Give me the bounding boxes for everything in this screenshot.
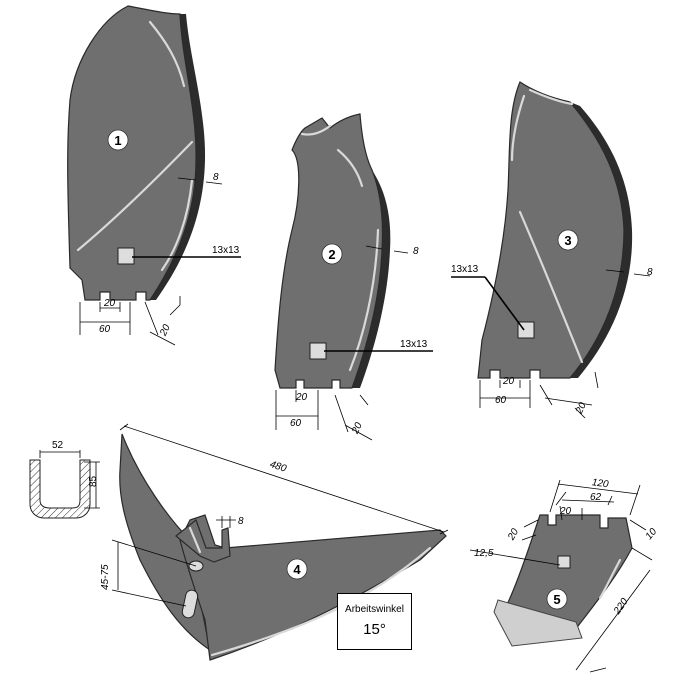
part-5-slot-width: 20 [559,506,572,517]
profile-width-label: 52 [52,440,64,451]
part-5-tip [493,599,583,647]
part-5-blade [499,514,633,631]
part-1-dim-lines [79,296,181,346]
part-1-number: 1 [114,133,121,148]
part-2-thickness: 8 [413,246,419,257]
part-4-channel [175,519,231,563]
profile-height-label: 85 [88,475,99,487]
part-4-hole-distance: 45-75 [100,564,111,590]
part-2-highlight-edge [348,228,380,372]
part-1-slot-spacing: 60 [99,324,111,335]
part-3-blade [477,81,625,379]
part-5-dim-lines [469,479,653,673]
part-1-edge [150,14,206,300]
part-2-badge [321,243,343,265]
part-4-badge [286,558,308,580]
part-4-highlight-bottom [210,546,432,657]
part-2-number: 2 [328,247,335,262]
part-3-edge-offset: 20 [574,401,589,417]
part-1-edge-offset: 20 [158,323,173,339]
part-3-thickness-arrow [605,269,651,277]
part-5-slot-spacing: 62 [590,492,602,503]
part-5-width: 120 [591,477,609,490]
part-3-number: 3 [564,233,571,248]
part-4-length-line [119,423,449,535]
part-5: 5 120 62 20 20 10 12,5 220 [469,477,660,673]
part-3-badge [557,229,579,251]
working-angle-label: Arbeitswinkel [345,604,404,615]
part-1-hole [117,247,135,265]
part-5-badge [546,588,568,610]
part-1-hole-label: 13x13 [212,245,240,256]
part-1-highlight-top [148,20,186,88]
part-1-thickness: 8 [213,172,219,183]
part-1-badge [107,129,129,151]
part-2-slot-spacing: 60 [290,418,302,429]
part-5-number: 5 [553,592,560,607]
part-2-edge [352,170,391,388]
part-1: 1 13x13 8 20 60 20 [67,5,241,346]
part-3-slot-spacing: 60 [495,395,507,406]
part-4: 4 480 8 45-75 [100,423,449,661]
part-5-highlight [598,558,622,600]
part-4-number: 4 [293,562,301,577]
part-5-hole [557,555,571,569]
part-1-slot-width: 20 [103,298,116,309]
part-4-length: 480 [268,459,288,475]
profile-section [29,459,91,519]
part-3-hole-leader-diag [484,276,525,331]
part-3-thickness: 8 [647,267,653,278]
part-2-edge-offset: 20 [350,421,365,437]
part-1-blade [67,5,197,301]
part-1-highlight-edge [160,178,194,272]
part-3-hole-label: 13x13 [451,264,479,275]
part-3-highlight-diag [518,210,584,364]
part-3-dim-lines [479,371,599,419]
part-4-hole-dim [111,539,197,607]
part-2-thickness-arrow [365,245,409,254]
part-5-hole-size: 12,5 [474,548,494,559]
part-4-thickness-arrow [216,516,236,528]
part-3: 3 13x13 8 20 60 20 [451,81,653,419]
part-1-thickness-arrow [177,177,223,185]
part-2-hole-label: 13x13 [400,339,428,350]
part-3-edge [570,102,633,378]
part-3-slot-width: 20 [502,376,515,387]
part-2-hole [309,342,327,360]
part-3-highlight-curl [528,88,574,106]
profile-detail: 52 85 [29,440,100,519]
part-4-highlight-channel [188,526,202,554]
working-angle-box: Arbeitswinkel 15° [337,593,412,650]
part-2-slot-width: 20 [295,392,308,403]
part-5-side-offset: 20 [506,527,522,543]
part-2-highlight-curl [300,124,332,136]
part-1-highlight-diag [76,140,194,252]
part-2-dim-lines [275,390,373,441]
part-2-highlight-top [336,148,364,188]
part-2: 2 13x13 8 20 60 20 [274,113,433,441]
part-4-thickness: 8 [238,516,244,527]
part-4-slot [181,589,199,619]
part-3-highlight-top [510,94,526,162]
profile-dim-lines [39,450,100,509]
part-5-thickness: 10 [644,526,660,542]
working-angle-value: 15° [363,621,386,638]
